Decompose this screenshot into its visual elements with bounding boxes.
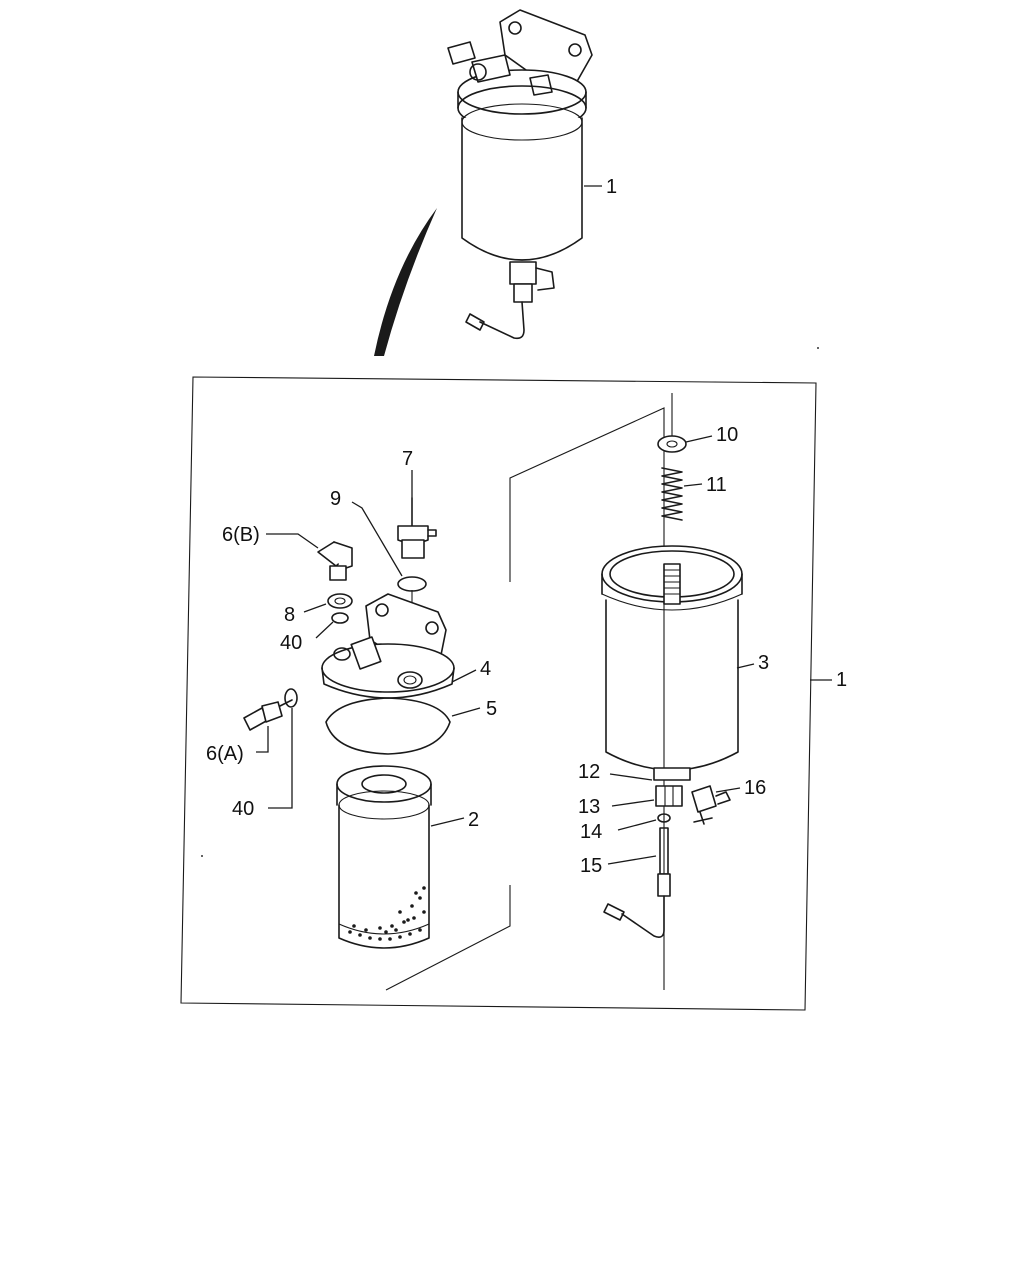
label-spring: 11 [706, 474, 727, 496]
swoosh-arrow [374, 208, 437, 356]
label-o-ring-small: 14 [580, 821, 602, 843]
label-top-assembly: 1 [606, 176, 617, 198]
label-drain-nut: 13 [578, 796, 600, 818]
washer [327, 593, 353, 609]
label-spring-seat: 10 [716, 424, 738, 446]
label-vent-plug: 7 [402, 448, 413, 470]
filter-head [321, 593, 455, 699]
label-bowl: 3 [758, 652, 769, 674]
gasket [325, 697, 451, 755]
washer-small-lower [284, 688, 298, 708]
label-washer-upper: 40 [280, 632, 302, 654]
label-ring: 12 [578, 761, 600, 783]
label-washer-lower: 40 [232, 798, 254, 820]
label-head: 4 [480, 658, 491, 680]
o-ring-small [657, 813, 671, 823]
label-gasket: 5 [486, 698, 497, 720]
assembly-box-frame [180, 376, 817, 1011]
drain-cock [691, 785, 731, 825]
label-assembly-box: 1 [836, 669, 847, 691]
vent-plug [397, 497, 437, 559]
label-fitting-b: 6(B) [222, 524, 260, 546]
spring-seat [657, 435, 687, 453]
label-filter-element: 2 [468, 809, 479, 831]
filter-element [336, 765, 432, 949]
filter-bowl [601, 545, 743, 781]
drain-nut [655, 785, 683, 807]
spring [661, 467, 683, 521]
assembled-filter [447, 9, 593, 340]
fitting-straight [243, 699, 293, 731]
label-sensor-pipe: 15 [580, 855, 602, 877]
fitting-elbow [317, 541, 353, 581]
label-washer: 8 [284, 604, 295, 626]
label-fitting-a: 6(A) [206, 743, 244, 765]
washer-small-upper [331, 612, 349, 624]
sensor-pipe [603, 827, 671, 938]
o-ring [397, 576, 427, 592]
label-o-ring: 9 [330, 488, 341, 510]
label-drain-cock: 16 [744, 777, 766, 799]
